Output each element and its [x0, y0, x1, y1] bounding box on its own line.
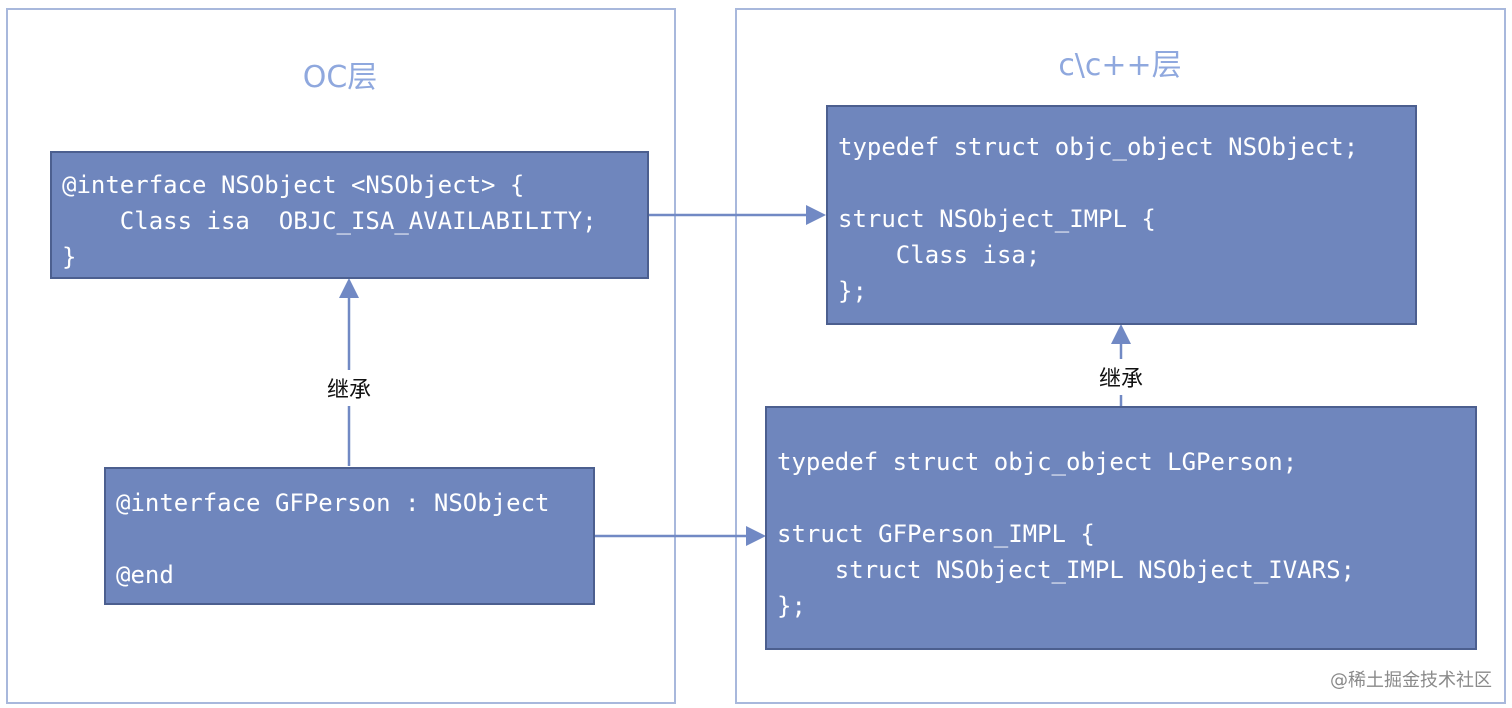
code-line: Class isa;: [838, 241, 1041, 269]
oc-nsobject-interface-box: @interface NSObject <NSObject> { Class i…: [50, 151, 649, 279]
cpp-layer-title: c\c++层: [1058, 48, 1182, 83]
inherit-label-oc: 继承: [322, 370, 376, 406]
watermark-text: @稀土掘金技术社区: [1330, 670, 1492, 691]
code-line: [116, 521, 593, 557]
arrowhead-right-icon: [746, 526, 766, 546]
code-line: struct NSObject_IMPL {: [838, 205, 1156, 233]
cpp-gfperson-struct-box: typedef struct objc_object LGPerson; str…: [765, 406, 1477, 650]
code-line: @end: [116, 561, 174, 589]
arrowhead-up-icon: [339, 278, 359, 298]
code-line: Class isa OBJC_ISA_AVAILABILITY;: [62, 207, 597, 235]
code-line: }: [62, 243, 77, 271]
code-line: typedef struct objc_object LGPerson;: [777, 448, 1298, 476]
code-line: @interface NSObject <NSObject> {: [62, 171, 525, 199]
code-line: };: [777, 592, 806, 620]
arrowhead-up-icon: [1111, 324, 1131, 344]
code-line: @interface GFPerson : NSObject: [116, 489, 550, 517]
oc-gfperson-interface-box: @interface GFPerson : NSObject @end: [104, 467, 595, 605]
cpp-nsobject-struct-box: typedef struct objc_object NSObject; str…: [826, 105, 1417, 325]
code-line: typedef struct objc_object NSObject;: [838, 133, 1359, 161]
code-line: struct NSObject_IMPL NSObject_IVARS;: [777, 556, 1355, 584]
code-line: };: [838, 277, 867, 305]
code-line: struct GFPerson_IMPL {: [777, 520, 1095, 548]
arrowhead-right-icon: [806, 205, 826, 225]
code-line: [838, 165, 1415, 201]
inherit-label-cpp: 继承: [1094, 359, 1148, 395]
oc-layer-title: OC层: [302, 60, 378, 95]
code-line: [777, 480, 1475, 516]
